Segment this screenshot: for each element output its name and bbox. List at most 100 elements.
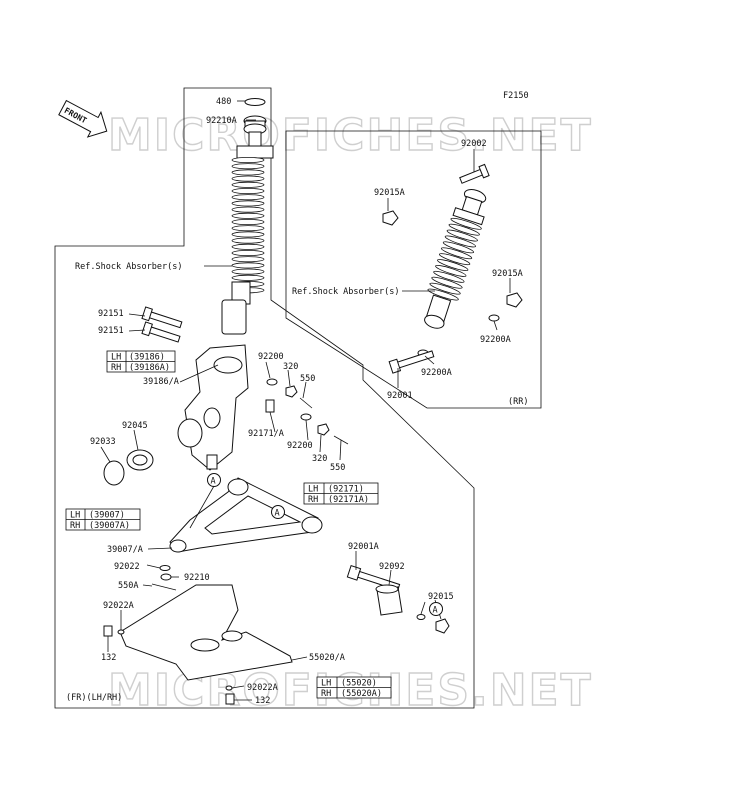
label-92210: 92210 xyxy=(184,573,210,583)
front-spring-coil-0 xyxy=(231,156,265,163)
svg-text:(39007): (39007) xyxy=(89,511,125,521)
svg-text:(39186A): (39186A) xyxy=(129,363,170,373)
front-spring-coil-1 xyxy=(231,163,265,170)
front-spring-coil-11 xyxy=(231,225,265,232)
cotter-pin-550-a xyxy=(299,397,313,409)
a-arm xyxy=(169,477,323,553)
front-spring-coil-17 xyxy=(231,262,265,269)
svg-text:A: A xyxy=(211,477,216,487)
svg-text:LH: LH xyxy=(70,511,80,521)
front-arrow-icon: FRONT xyxy=(58,99,108,138)
washer-92022A-a xyxy=(117,629,125,635)
washer-92015 xyxy=(416,614,426,620)
rear-upper-bolt xyxy=(459,163,490,184)
front-spring-coil-5 xyxy=(231,187,265,194)
label-92022A-a: 92022A xyxy=(103,601,134,611)
label-92200-a: 92200 xyxy=(258,352,284,362)
label-92022A-b: 92022A xyxy=(247,683,278,693)
front-spring-coil-15 xyxy=(231,249,265,256)
label-92001A: 92001A xyxy=(348,542,379,552)
label-550A: 550A xyxy=(118,581,138,591)
label-92022: 92022 xyxy=(114,562,140,572)
rear-nut-upper xyxy=(382,210,399,226)
label-92045: 92045 xyxy=(122,421,148,431)
svg-text:A: A xyxy=(433,606,438,616)
label-fr-lh-rh: (FR)(LH/RH) xyxy=(66,693,122,703)
front-spring-coil-9 xyxy=(231,212,265,219)
rear-spring-coil-4 xyxy=(442,241,475,254)
nut-320-b xyxy=(317,423,330,436)
svg-text:RH: RH xyxy=(308,495,318,505)
knuckle xyxy=(177,344,249,471)
rear-spring-coil-0 xyxy=(450,217,482,230)
label-480: 480 xyxy=(216,97,231,107)
label-92015: 92015 xyxy=(428,592,454,602)
pin-550A xyxy=(151,583,177,591)
svg-text:LH: LH xyxy=(321,679,331,689)
rear-spring-coil-12 xyxy=(427,288,459,301)
label-92015A-top: 92015A xyxy=(374,188,405,198)
front-spring-coil-19 xyxy=(231,274,265,281)
label-92002: 92002 xyxy=(461,139,487,149)
label-320-a: 320 xyxy=(283,362,298,372)
label-132-b: 132 xyxy=(255,696,270,706)
label-550-a: 550 xyxy=(300,374,315,384)
label-ref-shock-rear: Ref.Shock Absorber(s) xyxy=(292,287,399,297)
front-spring-coil-13 xyxy=(231,237,265,244)
rear-spring-coil-10 xyxy=(431,276,463,289)
rear-shock-absorber xyxy=(424,189,487,329)
label-92001: 92001 xyxy=(387,391,413,401)
label-92151-a: 92151 xyxy=(98,309,124,319)
rear-spring-coil-1 xyxy=(448,223,480,236)
collar-92092 xyxy=(375,584,403,616)
label-92210A: 92210A xyxy=(206,116,237,126)
diagram-code: F2150 xyxy=(503,91,529,101)
front-assembly-frame xyxy=(54,87,475,709)
label-92015A-right: 92015A xyxy=(492,269,523,279)
bushing-92210 xyxy=(160,573,172,581)
front-spring-coil-14 xyxy=(231,243,265,250)
svg-text:(39007A): (39007A) xyxy=(89,521,130,531)
nut-92015 xyxy=(435,618,450,634)
bolt-92151-a xyxy=(141,306,183,329)
screw-132-a xyxy=(103,625,113,637)
nut-320-a xyxy=(285,385,298,398)
rear-spring-coil-7 xyxy=(437,259,469,271)
label-320-b: 320 xyxy=(312,454,327,464)
svg-text:A: A xyxy=(275,509,280,519)
front-spring-coil-10 xyxy=(231,218,265,225)
label-39186A: 39186/A xyxy=(143,377,179,387)
rear-spring-coil-11 xyxy=(429,282,461,295)
rear-washer-right xyxy=(488,314,500,322)
label-92171A: 92171/A xyxy=(248,429,284,439)
screw-132-b xyxy=(225,693,235,705)
svg-text:(92171): (92171) xyxy=(328,485,364,495)
svg-text:RH: RH xyxy=(321,689,331,699)
rear-spring-coil-8 xyxy=(435,265,467,277)
table-39007: LH (39007) RH (39007A) xyxy=(65,508,141,531)
svg-text:RH: RH xyxy=(70,521,80,531)
label-92200A-bottom: 92200A xyxy=(421,368,452,378)
rear-nut-right xyxy=(506,292,523,308)
rear-spring-coil-2 xyxy=(446,229,478,242)
washer-92200-b xyxy=(300,413,312,421)
label-92033: 92033 xyxy=(90,437,116,447)
rear-spring-coil-9 xyxy=(433,270,465,283)
callout-a-3: A xyxy=(429,602,443,616)
rear-spring-coil-3 xyxy=(444,235,477,248)
label-92092: 92092 xyxy=(379,562,405,572)
svg-text:(92171A): (92171A) xyxy=(328,495,369,505)
label-rr: (RR) xyxy=(508,397,528,407)
callout-a-2: A xyxy=(271,505,285,519)
label-39007A: 39007/A xyxy=(107,545,143,555)
svg-text:(55020): (55020) xyxy=(341,679,377,689)
front-spring-coil-7 xyxy=(231,200,265,207)
front-spring-coil-12 xyxy=(231,231,265,238)
table-39186: LH (39186) RH (39186A) xyxy=(106,350,176,373)
label-92200-b: 92200 xyxy=(287,441,313,451)
front-spring-coil-4 xyxy=(231,181,265,188)
rear-shock-frame xyxy=(285,130,542,409)
front-spring-coil-3 xyxy=(231,175,265,182)
